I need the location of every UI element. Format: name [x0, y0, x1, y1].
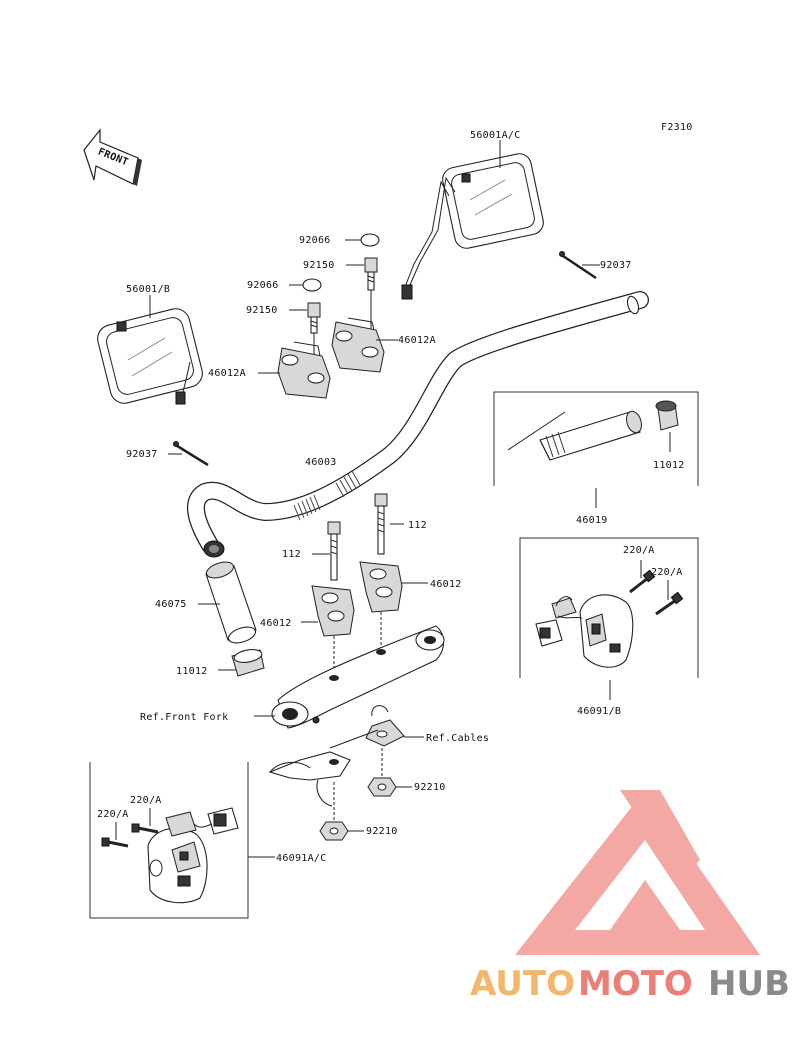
switch-right-icon	[535, 594, 634, 668]
label-grip-left: 46075	[155, 599, 187, 610]
cap-left-icon	[302, 278, 322, 292]
watermark-text: AUTO MOTO HUB	[470, 964, 790, 1004]
screw-l1-icon	[131, 823, 159, 834]
pin-left-icon	[173, 441, 209, 467]
label-screw-r1: 220/A	[623, 545, 655, 556]
label-nut-lower: 92210	[366, 826, 398, 837]
handlebar-icon	[186, 291, 649, 558]
label-handlebar: 46003	[305, 457, 337, 468]
end-cap-left-icon	[231, 649, 265, 677]
screw-r1-icon	[629, 569, 656, 594]
bolt-left-lower-icon	[327, 521, 341, 581]
label-pin-left: 92037	[126, 449, 158, 460]
label-cap-left: 92066	[247, 280, 279, 291]
label-switch-right: 46091/B	[577, 706, 621, 717]
label-nut-upper: 92210	[414, 782, 446, 793]
svg-text:HUB: HUB	[708, 964, 790, 1004]
label-switch-left: 46091A/C	[276, 853, 327, 864]
label-clamp-left: 46012	[260, 618, 292, 629]
figure-code: F2310	[661, 122, 693, 133]
label-ref-front-fork: Ref.Front Fork	[140, 712, 229, 723]
label-holder-left: 46012A	[208, 368, 246, 379]
svg-text:AUTO: AUTO	[470, 964, 575, 1004]
label-screw-r2: 220/A	[651, 567, 683, 578]
cap-top-icon	[360, 233, 380, 247]
label-screw-l1: 220/A	[130, 795, 162, 806]
mirror-right-icon	[401, 153, 544, 300]
label-end-cap-right: 11012	[653, 460, 685, 471]
label-bolt-right: 112	[408, 520, 427, 531]
label-bolt-top: 92150	[303, 260, 335, 271]
grip-left-icon	[205, 561, 257, 644]
label-cap-top: 92066	[299, 235, 331, 246]
cable-guide-icon	[268, 705, 405, 807]
switch-left-box: 220/A 220/A	[89, 762, 249, 919]
nut-upper-icon	[367, 777, 397, 797]
grip-right-icon	[539, 410, 642, 461]
label-pin-right: 92037	[600, 260, 632, 271]
label-grip-right: 46019	[576, 515, 608, 526]
label-holder-right: 46012A	[398, 335, 436, 346]
screw-r2-icon	[655, 591, 684, 616]
clamp-right-icon	[359, 561, 403, 613]
label-screw-l2: 220/A	[97, 809, 129, 820]
clamp-left-icon	[311, 585, 355, 637]
label-clamp-right: 46012	[430, 579, 462, 590]
end-cap-right-icon	[655, 400, 679, 431]
bolt-top-icon	[364, 257, 378, 291]
grip-right-box: 11012	[493, 391, 699, 486]
mirror-left-icon	[97, 308, 203, 405]
front-arrow-icon: FRONT	[83, 128, 142, 186]
svg-text:MOTO: MOTO	[578, 964, 693, 1004]
holder-right-icon	[331, 317, 385, 373]
switch-left-icon	[147, 807, 239, 904]
label-end-cap-left: 11012	[176, 666, 208, 677]
label-bolt-left-lower: 112	[282, 549, 301, 560]
bolt-left-icon	[307, 302, 321, 334]
watermark-logo	[515, 790, 760, 955]
label-bolt-left: 92150	[246, 305, 278, 316]
bolt-right-icon	[374, 493, 388, 555]
label-ref-cables: Ref.Cables	[426, 733, 489, 744]
nut-lower-icon	[319, 821, 349, 841]
label-mirror-left: 56001/B	[126, 284, 170, 295]
fork-bracket-icon	[271, 625, 445, 729]
switch-right-box: 220/A 220/A	[519, 537, 699, 678]
label-mirror-right: 56001A/C	[470, 130, 521, 141]
holder-left-icon	[277, 341, 331, 399]
screw-l2-icon	[101, 837, 129, 848]
pin-right-icon	[559, 251, 597, 280]
